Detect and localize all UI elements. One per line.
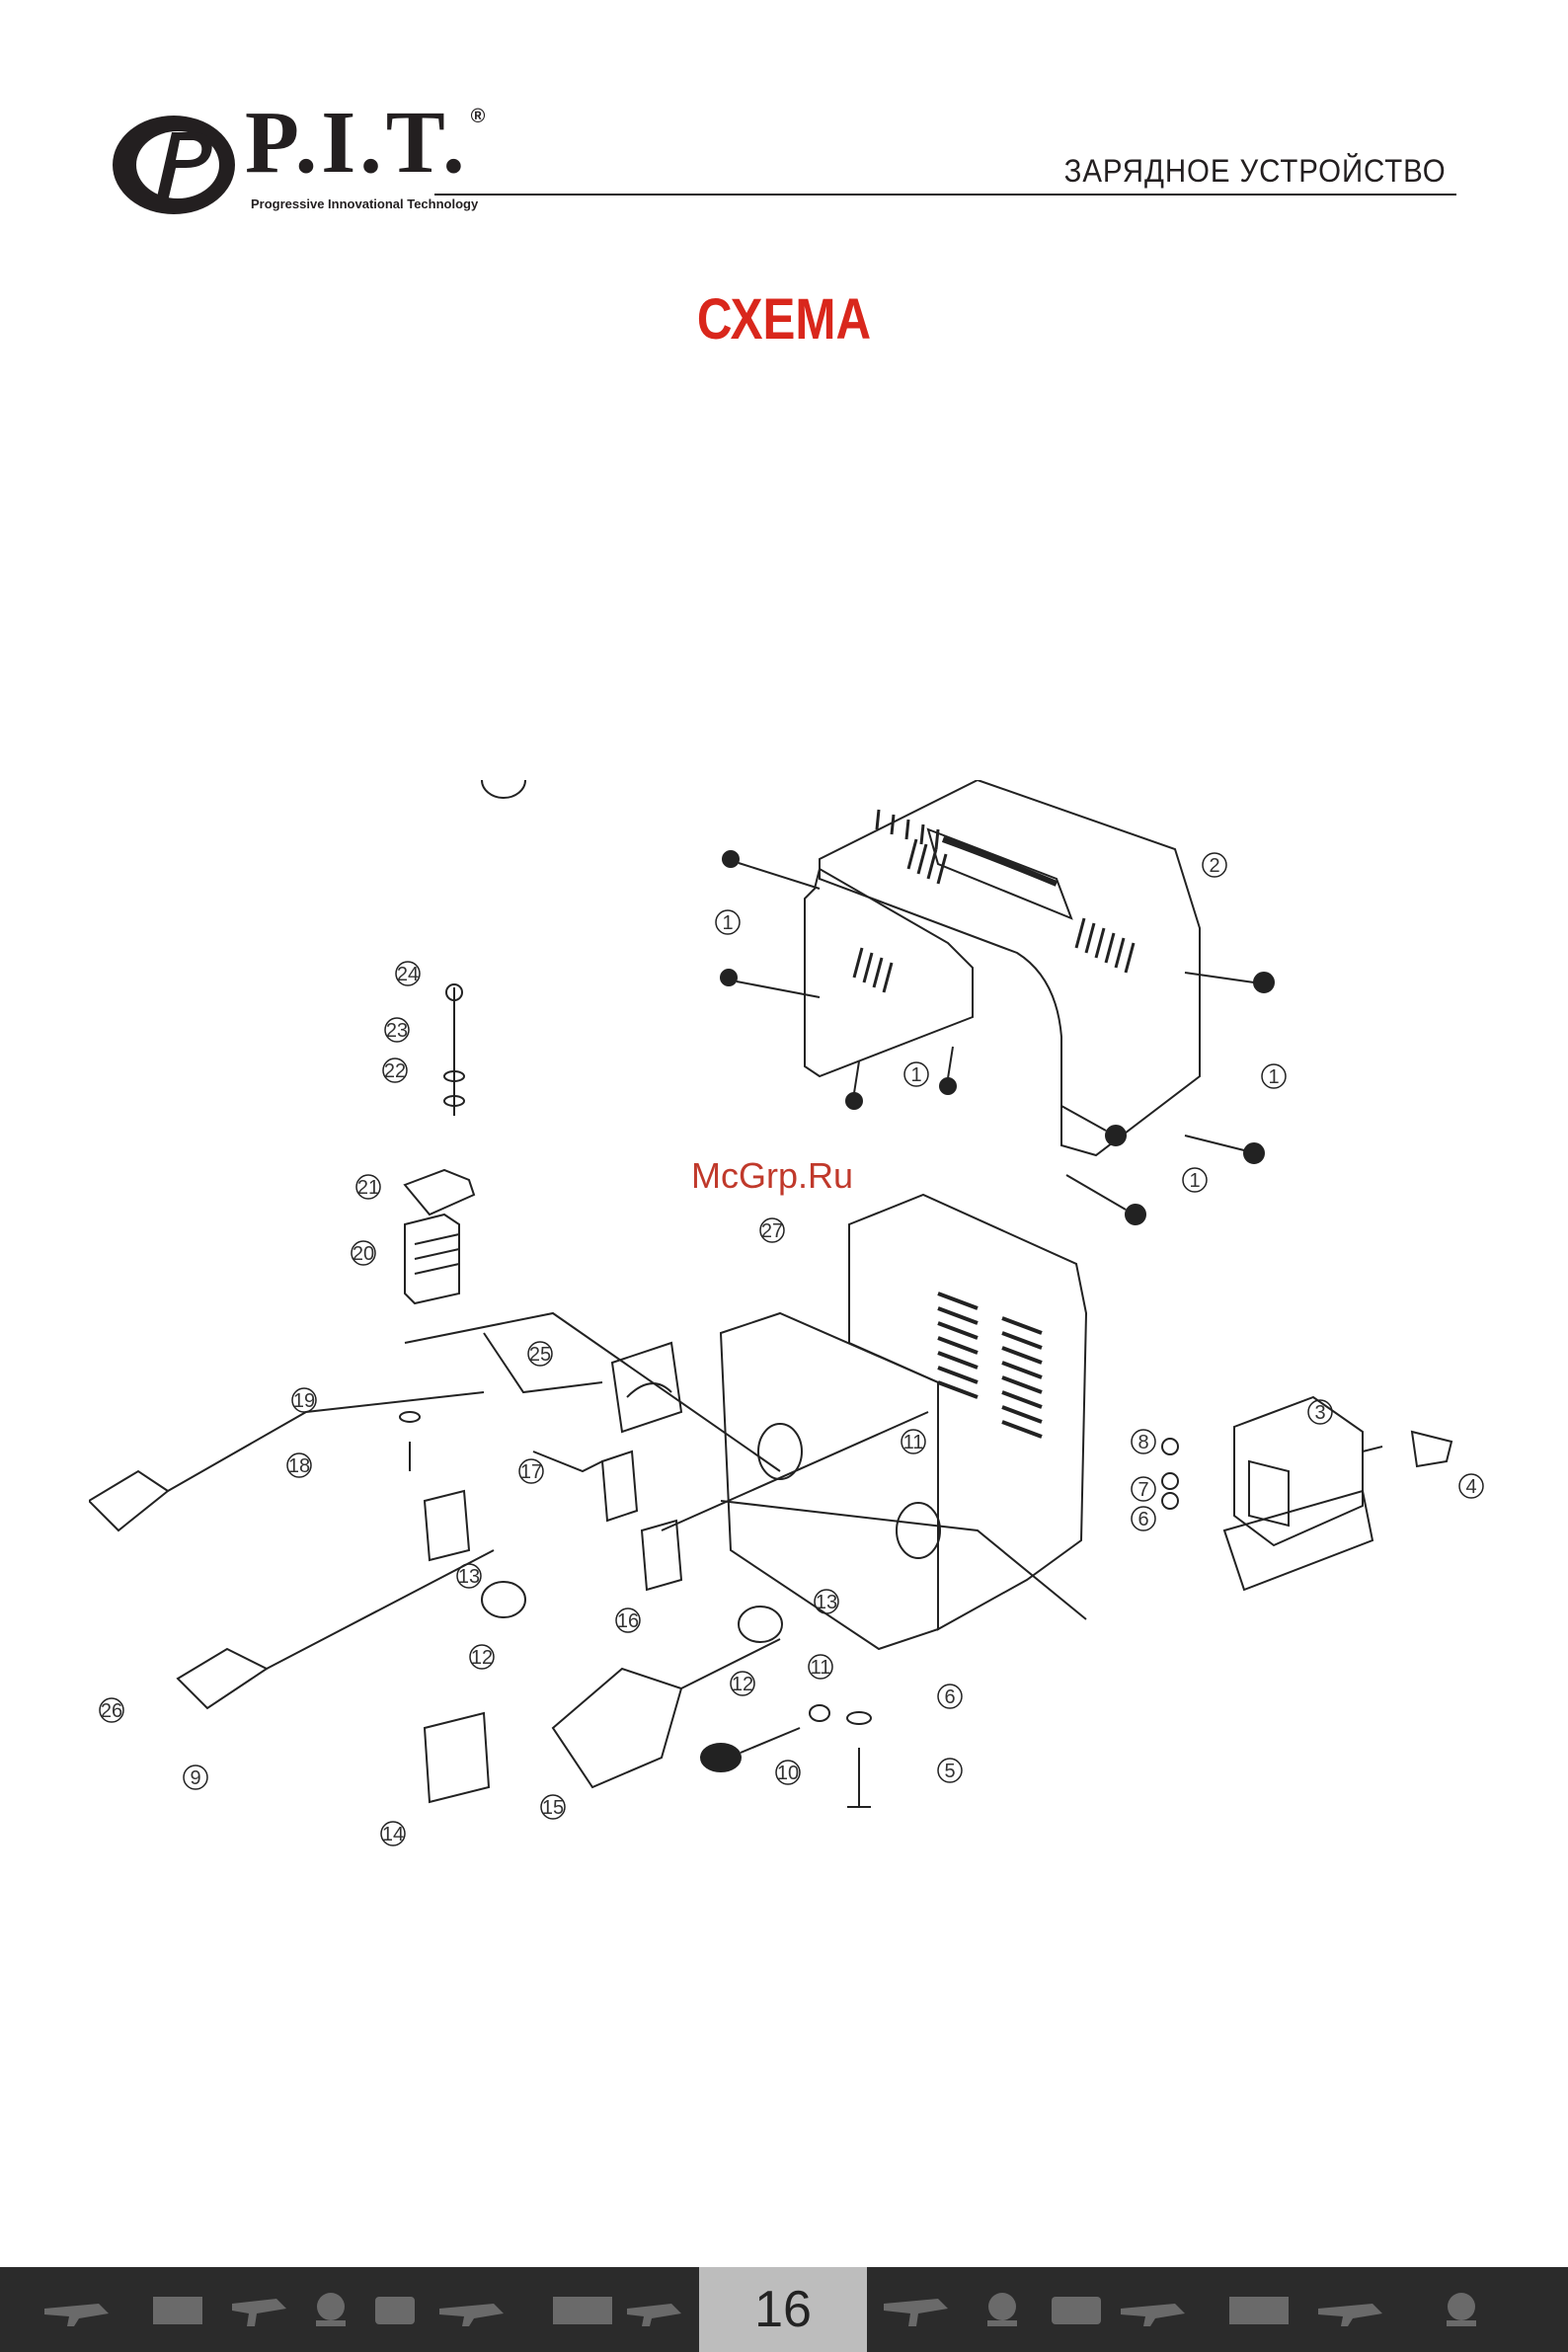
header-divider	[434, 194, 1456, 196]
callout-label: 26	[101, 1700, 122, 1722]
callout-label: 2	[1209, 855, 1219, 877]
rectifier-part	[1363, 1432, 1451, 1466]
callout-label: 6	[1137, 1509, 1148, 1530]
callout-label: 24	[397, 964, 419, 985]
switches-part	[425, 1451, 681, 1802]
concrete-mixer-icon	[973, 2289, 1032, 2328]
callout-label: 7	[1137, 1479, 1148, 1501]
fuse-holder-part	[400, 1412, 469, 1560]
callout-label: 27	[761, 1220, 783, 1242]
thermal-protector-part	[405, 984, 474, 1303]
document-type: ЗАРЯДНОЕ УСТРОЙСТВО	[1064, 153, 1447, 190]
concrete-mixer-icon	[1432, 2289, 1491, 2328]
callout-label: 1	[910, 1064, 921, 1086]
callout-label: 18	[288, 1455, 310, 1477]
saw-icon	[370, 2289, 420, 2328]
transformer-part	[1224, 1397, 1372, 1590]
callout-label: 6	[944, 1686, 955, 1708]
nail-gun-icon	[548, 2289, 617, 2328]
pit-logo-icon	[109, 111, 247, 219]
ammeter-part	[612, 1343, 681, 1432]
terminal-posts-part	[701, 1705, 829, 1771]
callout-label: 3	[1314, 1402, 1325, 1424]
welder-icon	[434, 2289, 533, 2328]
nail-gun-icon	[1313, 2289, 1412, 2328]
callout-label: 20	[353, 1243, 374, 1265]
page-number: 16	[699, 2267, 867, 2352]
welder-icon	[1116, 2289, 1215, 2328]
callout-label: 22	[384, 1060, 406, 1082]
top-cover-part	[805, 780, 1200, 1155]
callout-label: 19	[293, 1390, 315, 1412]
drill-icon	[39, 2289, 138, 2328]
callout-label: 1	[1189, 1170, 1200, 1192]
battery-clamps-part	[89, 1392, 494, 1708]
power-plug-part	[553, 1639, 780, 1787]
callout-label: 13	[816, 1592, 837, 1613]
wiring-part	[405, 1313, 1086, 1619]
callout-label: 17	[520, 1461, 542, 1483]
drill-icon	[622, 2289, 691, 2328]
callout-label: 25	[529, 1344, 551, 1366]
brand-name: P.I.T.®	[245, 99, 487, 188]
callout-label: 15	[542, 1797, 564, 1819]
callout-label: 16	[617, 1610, 639, 1632]
callout-label: 5	[944, 1761, 955, 1782]
bolts-part	[847, 1439, 1178, 1807]
callout-label: 10	[777, 1763, 799, 1784]
callout-label: 21	[357, 1177, 379, 1199]
callout-label: 12	[732, 1674, 753, 1695]
brand-tagline: Progressive Innovational Technology	[251, 196, 478, 211]
callout-label: 4	[1465, 1476, 1476, 1498]
callout-label: 23	[386, 1020, 408, 1042]
callout-label: 1	[722, 912, 733, 934]
chassis-part	[721, 1195, 1086, 1649]
callout-label: 1	[1268, 1066, 1279, 1088]
page-title: СХЕМА	[118, 286, 1450, 353]
generator-icon	[1224, 2289, 1294, 2328]
callout-label: 11	[903, 1432, 924, 1453]
callout-label: 12	[471, 1647, 493, 1669]
saw-icon	[1047, 2289, 1106, 2328]
watermark: McGrp.Ru	[691, 1155, 853, 1197]
callout-label: 9	[190, 1767, 200, 1789]
callout-label: 13	[458, 1566, 480, 1588]
callout-label: 14	[382, 1824, 404, 1845]
generator-icon	[148, 2289, 207, 2328]
hammer-drill-icon	[227, 2289, 296, 2328]
hammer-drill-icon	[879, 2289, 968, 2328]
concrete-mixer-icon	[306, 2289, 355, 2328]
callout-label: 8	[1137, 1432, 1148, 1453]
callout-label: 11	[811, 1657, 831, 1679]
